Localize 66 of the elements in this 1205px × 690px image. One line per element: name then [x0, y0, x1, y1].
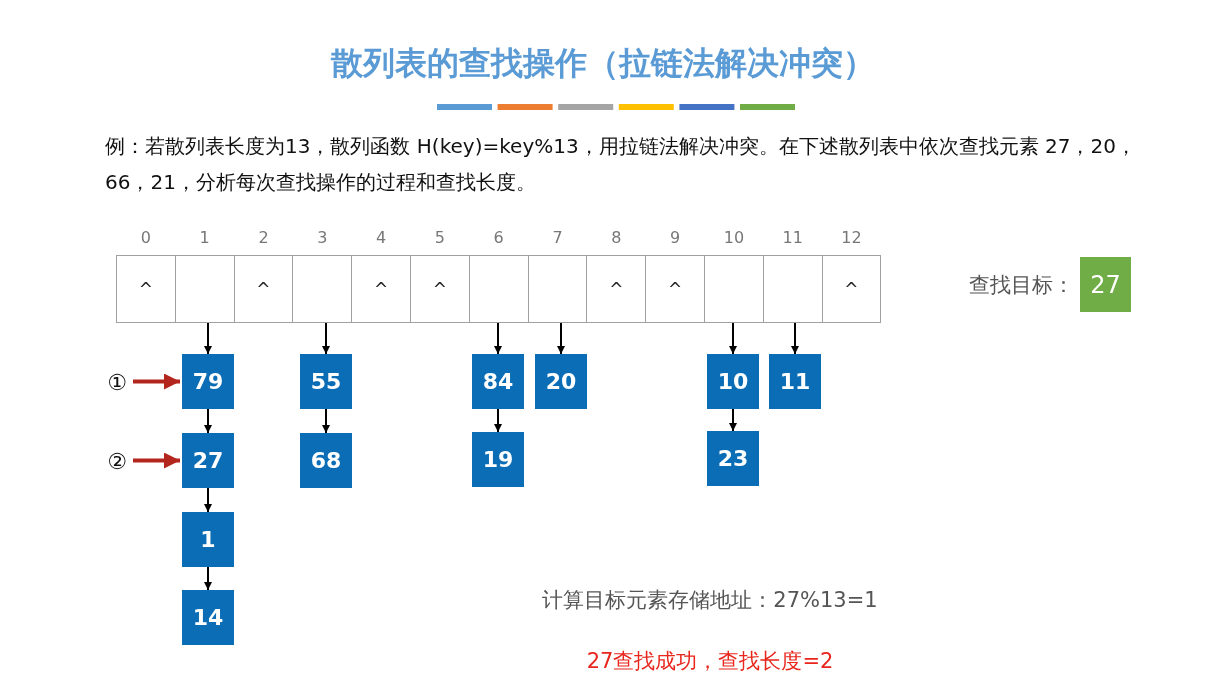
index-number: 11 — [781, 228, 804, 247]
title: 散列表的查找操作（拉链法解决冲突） — [329, 43, 876, 84]
list-node-box — [182, 354, 234, 409]
example-paragraph: 例：若散列表长度为13，散列函数 H(key)=key%13，用拉链法解决冲突。在下述散列表中依次查找元素 27，20，66，21，分析每次查找操作的过程和查找长度。 — [105, 133, 1137, 196]
list-node-box — [472, 432, 524, 487]
arrow — [133, 452, 180, 469]
target-label: 查找目标： — [969, 272, 1074, 299]
list-node-box — [769, 354, 821, 409]
list-node-box — [182, 590, 234, 645]
arrow — [204, 322, 212, 355]
arrow — [791, 322, 799, 355]
list-node-box — [472, 354, 524, 409]
result-note: 27查找成功，查找长度=2 — [585, 648, 835, 675]
arrow — [322, 408, 330, 434]
node-value: 55 — [310, 369, 342, 394]
node-value: ① — [107, 369, 127, 395]
index-number: 2 — [257, 228, 270, 247]
node-value: 27 — [1090, 270, 1121, 299]
index-number: 0 — [139, 228, 152, 247]
null-pointer-symbol: ^ — [138, 279, 153, 299]
index-number: 10 — [722, 228, 746, 247]
list-node-box — [535, 354, 587, 409]
index-number: 5 — [433, 228, 446, 247]
calculation-note: 计算目标元素存储地址：27%13=1 — [541, 587, 879, 614]
arrow — [557, 322, 565, 355]
node-value: 79 — [192, 369, 224, 394]
node-value: 27 — [192, 448, 224, 473]
arrow — [729, 408, 737, 432]
null-pointer-symbol: ^ — [256, 279, 271, 299]
arrow — [204, 566, 212, 591]
list-node-box — [300, 433, 352, 488]
index-number: 7 — [551, 228, 564, 247]
arrow — [729, 322, 737, 355]
null-pointer-symbol: ^ — [667, 279, 683, 299]
node-value: 68 — [310, 448, 342, 473]
index-number: 4 — [375, 228, 388, 247]
node-value: 20 — [545, 369, 577, 394]
arrow — [204, 487, 212, 513]
list-node-box — [182, 433, 234, 488]
null-pointer-symbol: ^ — [844, 279, 859, 299]
arrow — [322, 322, 330, 355]
node-value: 23 — [717, 446, 749, 471]
null-pointer-symbol: ^ — [432, 279, 447, 299]
node-value: 10 — [717, 369, 749, 394]
index-number: 12 — [840, 228, 863, 247]
index-number: 1 — [198, 228, 211, 247]
index-number: 3 — [316, 228, 329, 247]
list-node-box — [707, 354, 759, 409]
list-node-box — [300, 354, 352, 409]
arrow — [494, 408, 502, 433]
node-value: 11 — [779, 369, 811, 394]
arrow — [133, 373, 180, 390]
node-value: ② — [107, 448, 127, 474]
node-value: 1 — [200, 527, 216, 552]
index-number: 9 — [669, 228, 682, 247]
list-node-box — [182, 512, 234, 567]
node-value: 84 — [482, 369, 514, 394]
index-number: 8 — [610, 228, 623, 247]
node-value: 19 — [482, 447, 514, 472]
index-number: 6 — [492, 228, 505, 247]
arrow — [204, 408, 212, 434]
list-node-box — [707, 431, 759, 486]
null-pointer-symbol: ^ — [609, 279, 624, 299]
node-value: 14 — [192, 605, 224, 630]
arrow — [494, 322, 502, 355]
null-pointer-symbol: ^ — [373, 279, 389, 299]
